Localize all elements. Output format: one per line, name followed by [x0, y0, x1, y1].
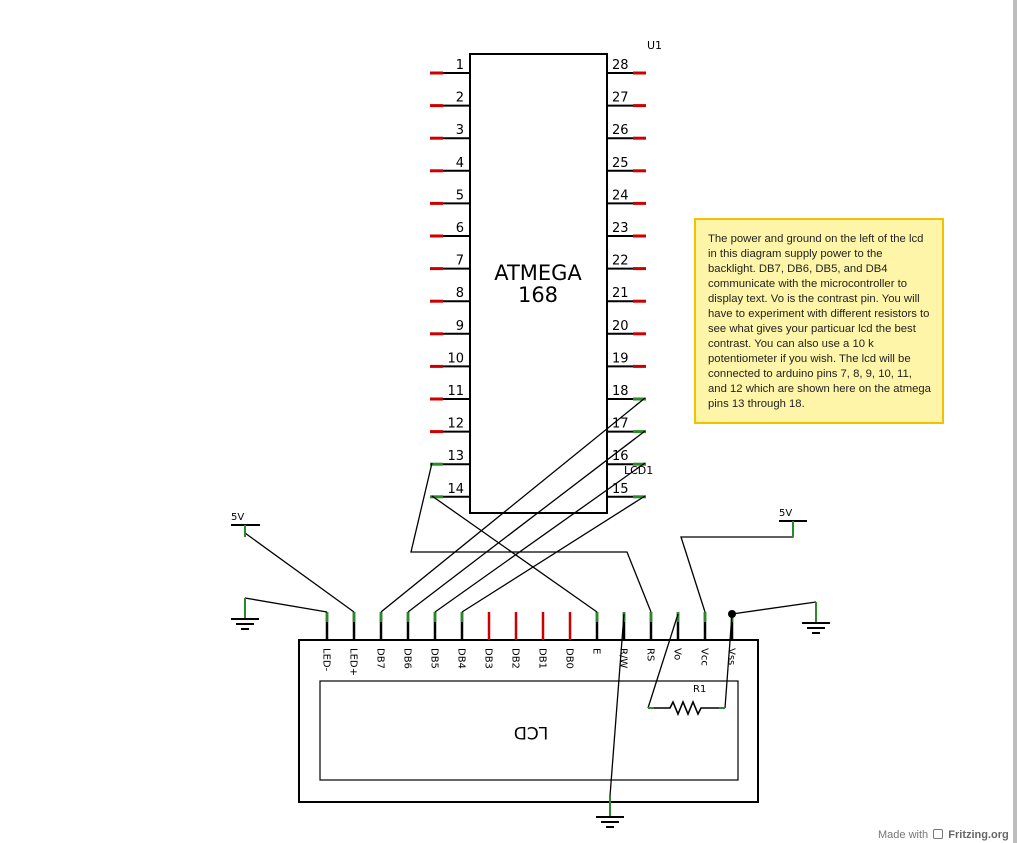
- chip-pin-2-label: 2: [456, 91, 464, 106]
- lcd-pin-vss-label: Vss: [726, 648, 737, 665]
- wire-pin15-db4: [461, 495, 646, 613]
- lcd-pin-led-label: LED+: [348, 648, 359, 676]
- lcd-pin-db3-label: DB3: [483, 648, 494, 669]
- chip-pin-13-label: 13: [447, 449, 464, 464]
- lcd-pins: LED- LED+ DB7 DB6 DB5 DB4 DB3 DB2 DB1 DB0 E R/W RS Vo…: [321, 612, 737, 676]
- chip-pin-9-label: 9: [456, 319, 464, 334]
- lcd-pin-db5-label: DB5: [429, 648, 440, 669]
- chip-pin-7-label: 7: [456, 254, 464, 269]
- chip-pin-17-label: 17: [612, 417, 629, 432]
- chip-pin-16-label: 16: [612, 449, 629, 464]
- ground-right[interactable]: [802, 602, 830, 634]
- wire-pin17-db6: [407, 430, 646, 613]
- chip-name-line2: 168: [518, 283, 558, 307]
- chip-pin-18-label: 18: [612, 384, 629, 399]
- power-label: 5V: [231, 512, 244, 523]
- chip-pin-3-label: 3: [456, 123, 464, 138]
- chip-pin-23-label: 23: [612, 221, 629, 236]
- chip-pin-21-label: 21: [612, 286, 629, 301]
- chip-pin-20-label: 20: [612, 319, 629, 334]
- lcd-screen: [319, 680, 739, 781]
- chip-pin-4-label: 4: [456, 156, 464, 171]
- wire-5v-ledplus: [244, 532, 355, 613]
- chip-pin-26-label: 26: [612, 123, 629, 138]
- chip-pin-6-label: 6: [456, 221, 464, 236]
- chip-pin-14-label: 14: [447, 482, 464, 497]
- lcd-pin-vo-label: Vo: [672, 648, 683, 660]
- lcd-ref-label: LCD1: [624, 464, 653, 477]
- wire-vss-gnd: [731, 601, 817, 615]
- ground-left[interactable]: [231, 598, 259, 630]
- lcd-body: [298, 639, 759, 803]
- lcd-pin-led-label: LED-: [321, 648, 332, 672]
- chip-ref-label: U1: [647, 39, 662, 52]
- lcd-pin-db0-label: DB0: [564, 648, 575, 669]
- resistor-r1[interactable]: R1: [648, 684, 725, 717]
- grounds: [231, 598, 830, 828]
- chip-pin-28-label: 28: [612, 58, 629, 73]
- lcd-pin-e-label: E: [591, 648, 602, 654]
- lcd-pin-db6-label: DB6: [402, 648, 413, 669]
- wire-gnd-ledminus: [244, 597, 328, 613]
- power-5v-left[interactable]: 5V: [231, 512, 260, 537]
- wire-pin14-e: [431, 495, 598, 613]
- wire-pin18-db7: [380, 397, 646, 613]
- note-text: The power and ground on the left of the …: [708, 233, 931, 410]
- chip-pin-22-label: 22: [612, 254, 629, 269]
- wire-5v-vcc: [680, 523, 794, 613]
- lcd-pin-db4-label: DB4: [456, 648, 467, 669]
- wire-pin16-db5: [434, 462, 646, 613]
- lcd-pin-rw-label: R/W: [618, 648, 629, 668]
- chip-pin-25-label: 25: [612, 156, 629, 171]
- chip-body: [469, 53, 608, 514]
- chip-pins: 1234567891011121314282726252423222120191…: [430, 58, 646, 499]
- chip-pin-24-label: 24: [612, 188, 629, 203]
- wire-resistor-vss: [724, 613, 733, 709]
- resistor-ref-label: R1: [693, 684, 706, 695]
- lcd-pin-db7-label: DB7: [375, 648, 386, 669]
- fritzing-logo-icon: [933, 829, 944, 839]
- credit-prefix: Made with: [878, 829, 929, 841]
- lcd-pin-vcc-label: Vcc: [699, 648, 710, 666]
- annotation-note[interactable]: The power and ground on the left of the …: [694, 218, 944, 424]
- credit-brand: Fritzing.org: [948, 829, 1009, 841]
- ground-bottom[interactable]: [596, 796, 624, 828]
- lcd-pin-db2-label: DB2: [510, 648, 521, 669]
- chip-pin-15-label: 15: [612, 482, 629, 497]
- chip-pin-10-label: 10: [447, 351, 464, 366]
- credit-footer: Made with Fritzing.org: [878, 829, 1016, 843]
- power-5v-right[interactable]: 5V: [779, 508, 807, 537]
- wire-vo-resistor: [647, 613, 679, 709]
- chip-pin-5-label: 5: [456, 188, 464, 203]
- wire-pin13-rs: [410, 462, 652, 613]
- wire-rw-gnd: [609, 613, 625, 797]
- chip-pin-11-label: 11: [447, 384, 464, 399]
- lcd-body-label: LCD: [514, 722, 548, 742]
- lcd-module[interactable]: LCD LCD1 LED- LED+ DB7 DB6 DB5 DB4 DB3 DB2 DB1 DB…: [298, 464, 759, 803]
- resistor-body: [648, 699, 725, 717]
- lcd-pin-db1-label: DB1: [537, 648, 548, 669]
- window-edge: [1013, 0, 1017, 843]
- chip-pin-27-label: 27: [612, 91, 629, 106]
- microcontroller-u1[interactable]: ATMEGA 168 U1 12345678910111213142827262…: [430, 39, 662, 514]
- chip-pin-19-label: 19: [612, 351, 629, 366]
- chip-pin-1-label: 1: [456, 58, 464, 73]
- lcd-pin-rs-label: RS: [645, 648, 656, 661]
- junction-vss: [728, 610, 736, 618]
- chip-pin-8-label: 8: [456, 286, 464, 301]
- chip-name-line1: ATMEGA: [494, 261, 582, 285]
- power-label: 5V: [779, 508, 792, 519]
- chip-pin-12-label: 12: [447, 417, 464, 432]
